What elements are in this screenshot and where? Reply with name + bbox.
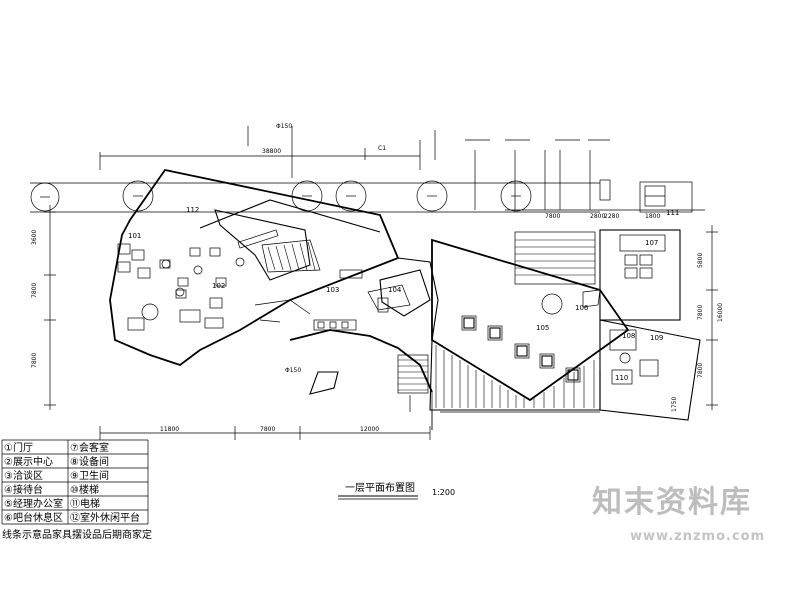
dining-sets: [461, 315, 581, 383]
legend-row-5-right: ⑪电梯: [70, 497, 100, 510]
watermark-brand: 知末资料库: [592, 485, 752, 520]
central-concourse: Φ150 104: [285, 257, 439, 430]
dim-right-4: 7800: [697, 363, 704, 378]
drawing-scale: 1:200: [432, 488, 455, 497]
service-block: 107 108 109 110 111: [599, 181, 701, 421]
left-dimension-lines: 3600 7800 7800: [31, 205, 56, 410]
dim-top-4: 2280: [604, 213, 619, 220]
west-wing: 112 101 102 103: [109, 168, 400, 367]
dim-top-1: 38800: [262, 148, 281, 155]
dim-top-5: 1800: [645, 213, 660, 220]
legend-row-1-right: ⑦会客室: [70, 441, 109, 454]
room-tag-112: 112: [186, 206, 199, 214]
legend-row-2-right: ⑧设备间: [70, 455, 109, 468]
bottom-dimension-lines: 11800 7800 12000: [99, 411, 600, 440]
watermark-url: www.znzmo.com: [630, 529, 765, 544]
stair-west: [261, 239, 321, 273]
tree-row: [30, 179, 611, 213]
legend-row-4-right: ⑩楼梯: [70, 483, 99, 496]
legend-row-1-left: ①门厅: [4, 441, 33, 454]
east-wing: 105 106: [429, 231, 630, 430]
dim-bottom-2: 7800: [260, 426, 275, 433]
legend-table: ①门厅 ⑦会客室 ②展示中心 ⑧设备间 ③洽谈区 ⑨卫生间 ④接待台 ⑩楼梯 ⑤…: [1, 439, 152, 541]
dim-bottom-1: 11800: [160, 426, 179, 433]
dim-left-2: 7800: [31, 283, 38, 298]
legend-row-6-left: ⑥吧台休息区: [4, 511, 63, 524]
legend-row-2-left: ②展示中心: [4, 455, 53, 468]
room-tag-111: 111: [666, 209, 679, 217]
dim-right-1: 5800: [697, 253, 704, 268]
stair-center: [397, 354, 429, 394]
dim-top-2: 7800: [545, 213, 560, 220]
legend-row-3-left: ③洽谈区: [4, 469, 43, 482]
room-tag-104: 104: [388, 286, 402, 294]
drawing-title: 一层平面布置图: [345, 482, 415, 494]
room-tag-107: 107: [645, 239, 658, 247]
dim-bottom-3: 12000: [360, 426, 379, 433]
right-dimension-lines: 5800 7800 16000 7800 1750: [671, 225, 724, 412]
room-tag-110: 110: [615, 374, 628, 382]
legend-note: 线条示意品家具摆设品后期商家定: [2, 528, 152, 541]
legend-row-3-right: ⑨卫生间: [70, 469, 109, 482]
hatched-deck: [435, 345, 595, 408]
room-tag-105: 105: [536, 324, 549, 332]
lounge-seating: [117, 243, 245, 331]
dim-top-diameter: Φ150: [276, 123, 292, 130]
top-dimension-lines: 38800 Φ150 C1 7800 2800 2280 1800: [99, 123, 705, 220]
dim-left-3: 7800: [31, 353, 38, 368]
dim-right-5: 1750: [671, 397, 678, 412]
dim-top-c-tag: C1: [378, 145, 386, 152]
showroom-hatched-strip: [514, 231, 596, 285]
room-tag-106: 106: [575, 304, 589, 312]
dim-left-1: 3600: [31, 230, 38, 245]
legend-row-4-left: ④接待台: [4, 483, 43, 496]
room-tag-108: 108: [622, 332, 635, 340]
room-tag-103: 103: [326, 286, 339, 294]
legend-row-5-left: ⑤经理办公室: [4, 497, 63, 510]
room-tag-109: 109: [650, 334, 663, 342]
dim-right-2: 7800: [697, 305, 704, 320]
dim-bottom-diameter: Φ150: [285, 367, 301, 374]
drawing-title-block: 一层平面布置图 1:200: [338, 482, 455, 500]
watermark: 知末资料库 www.znzmo.com: [592, 485, 765, 544]
room-tag-101: 101: [128, 232, 141, 240]
legend-row-6-right: ⑫室外休闲平台: [70, 511, 140, 524]
dim-top-3: 2800: [590, 213, 605, 220]
dim-right-3: 16000: [717, 303, 724, 322]
